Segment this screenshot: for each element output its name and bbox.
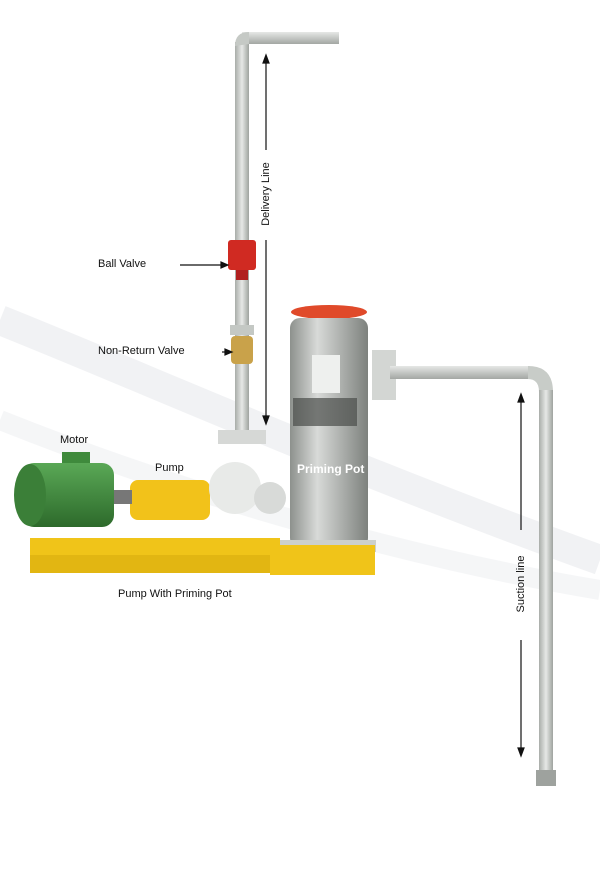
ball-valve-label: Ball Valve (98, 258, 147, 270)
pump-label: Pump (155, 462, 184, 474)
non-return-valve-label: Non-Return Valve (98, 345, 185, 357)
delivery-flange (218, 430, 266, 444)
pump (110, 462, 286, 520)
suction-pipe (372, 350, 556, 786)
motor (14, 452, 114, 527)
delivery-line-label: Delivery Line (260, 162, 272, 226)
motor-label: Motor (60, 434, 89, 446)
suction-line-label: Suction line (515, 555, 527, 613)
caption: Pump With Priming Pot (118, 588, 232, 600)
annotation-arrows (180, 53, 525, 758)
base-frame (30, 538, 375, 575)
priming-pot-label: Priming Pot (297, 462, 365, 476)
non-return-valve (230, 325, 254, 364)
ball-valve (228, 240, 256, 280)
priming-pot (280, 305, 376, 552)
